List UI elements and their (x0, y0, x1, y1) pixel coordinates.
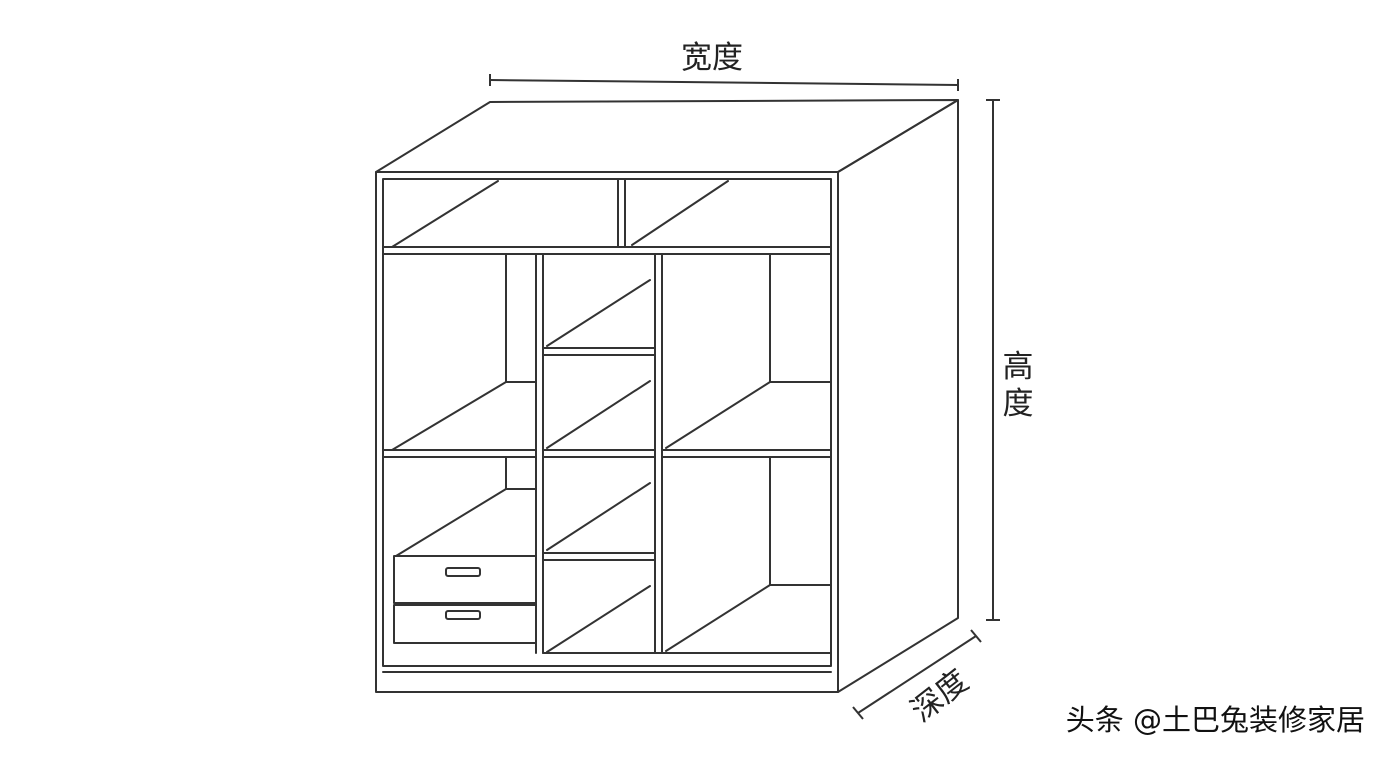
watermark: 头条 @土巴兔装修家居 (1066, 703, 1365, 737)
drawer-lower (393, 604, 537, 644)
depth-label: 深度 (904, 663, 975, 730)
drawers (393, 555, 537, 644)
middle-cubby-column (542, 253, 663, 654)
front-frame (375, 171, 839, 693)
height-dimension-line (986, 99, 1000, 621)
depth-dimension-line (852, 629, 982, 720)
drawer-upper (393, 555, 537, 604)
right-hanging-section (542, 253, 832, 654)
drawer-handle-upper (445, 567, 481, 577)
width-dimension-line (489, 74, 959, 91)
width-label: 宽度 (681, 40, 743, 76)
drawer-handle-lower (445, 610, 481, 620)
top-panel (375, 99, 959, 173)
top-compartments (382, 178, 832, 255)
height-label-char-2: 度 (1003, 386, 1034, 422)
side-panel (837, 99, 959, 693)
left-hanging-section (382, 253, 544, 654)
height-label-char-1: 高 (1003, 349, 1034, 385)
wardrobe-body (375, 99, 959, 693)
inner-frame (382, 178, 832, 667)
